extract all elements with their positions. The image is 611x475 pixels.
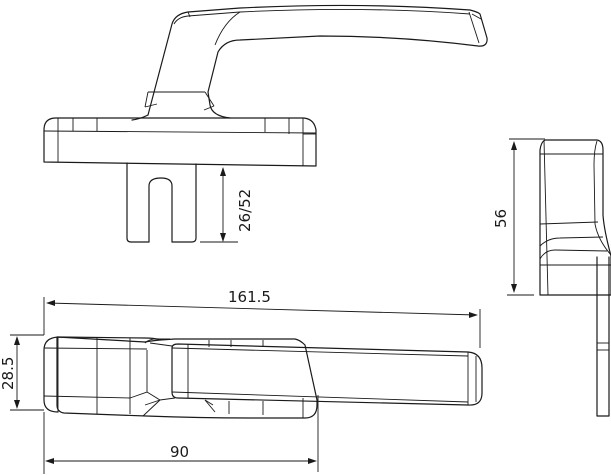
side-body [539,139,611,296]
side-view: 56 [492,138,611,417]
lever-arm [147,4,488,119]
dimension-total-length: 161.5 [228,288,271,306]
front-view: 26/52 [43,4,488,243]
dimension-spindle-length: 26/52 [236,189,254,232]
dimension-side-height: 56 [492,209,510,228]
rose-plate [43,117,317,167]
rose-top [56,336,318,419]
dimension-rose-width: 28.5 [0,357,17,390]
lever-top [171,343,483,406]
side-shaft [596,256,610,417]
top-view: 161.5 28.5 90 [0,288,483,474]
spindle [126,162,197,243]
dimension-rose-length: 90 [170,443,189,461]
